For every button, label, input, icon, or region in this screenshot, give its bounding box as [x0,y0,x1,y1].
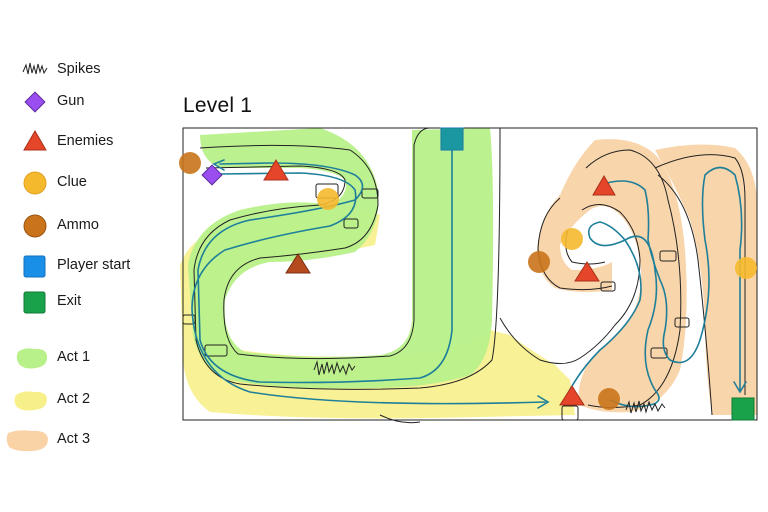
level-boundary [182,127,758,421]
clue-icon [23,171,47,195]
ammo-marker [598,388,620,410]
legend-label-act3: Act 3 [57,431,91,447]
clue-marker [317,188,339,210]
act3-region-left [537,139,687,413]
player-start-marker-fill [441,128,463,150]
act1-swatch-icon [16,348,48,369]
enemy-marker [574,261,600,282]
enemy-icon [23,130,47,151]
legend-item-player-start: Player start [0,250,170,280]
enemy-marker [285,253,311,274]
ammo-icon [23,214,47,238]
enemy-marker [263,159,289,181]
ammo-marker [528,251,550,273]
player-start-icon [23,255,46,278]
gun-marker [201,164,223,186]
legend-item-act2: Act 2 [0,384,170,414]
legend-item-act3: Act 3 [0,424,170,454]
legend-label-act1: Act 1 [57,349,91,365]
legend-item-spikes: Spikes [0,54,170,84]
legend-item-enemies: Enemies [0,126,170,156]
enemy-marker [559,385,585,406]
ammo-marker [179,152,201,174]
legend-label-ammo: Ammo [57,217,99,233]
legend-item-ammo: Ammo [0,210,170,240]
enemy-marker [592,175,616,196]
legend-item-act1: Act 1 [0,342,170,372]
legend-item-gun: Gun [0,86,170,116]
act2-swatch-icon [14,391,47,411]
spikes-hazard [625,400,666,414]
exit-marker [731,397,755,421]
legend-item-exit: Exit [0,286,170,316]
legend-label-act2: Act 2 [57,391,91,407]
gun-icon [24,91,46,113]
clue-marker [561,228,583,250]
legend-item-clue: Clue [0,167,170,197]
player-route [191,139,747,409]
act3-region-right [655,144,757,415]
clue-marker [735,257,757,279]
act1-region [188,128,494,389]
legend-label-spikes: Spikes [57,61,101,77]
exit-icon [23,291,46,314]
legend-label-gun: Gun [57,93,85,109]
legend-label-clue: Clue [57,174,87,190]
spikes-icon [22,62,48,75]
legend: Spikes Gun Enemies Clue Ammo Player star… [0,0,170,512]
level-title: Level 1 [183,94,253,117]
player-start-marker [440,127,464,151]
act3-swatch-icon [6,430,48,452]
legend-label-exit: Exit [57,293,82,309]
legend-label-player-start: Player start [57,257,131,273]
spikes-hazard [313,360,356,376]
legend-label-enemies: Enemies [57,133,114,149]
